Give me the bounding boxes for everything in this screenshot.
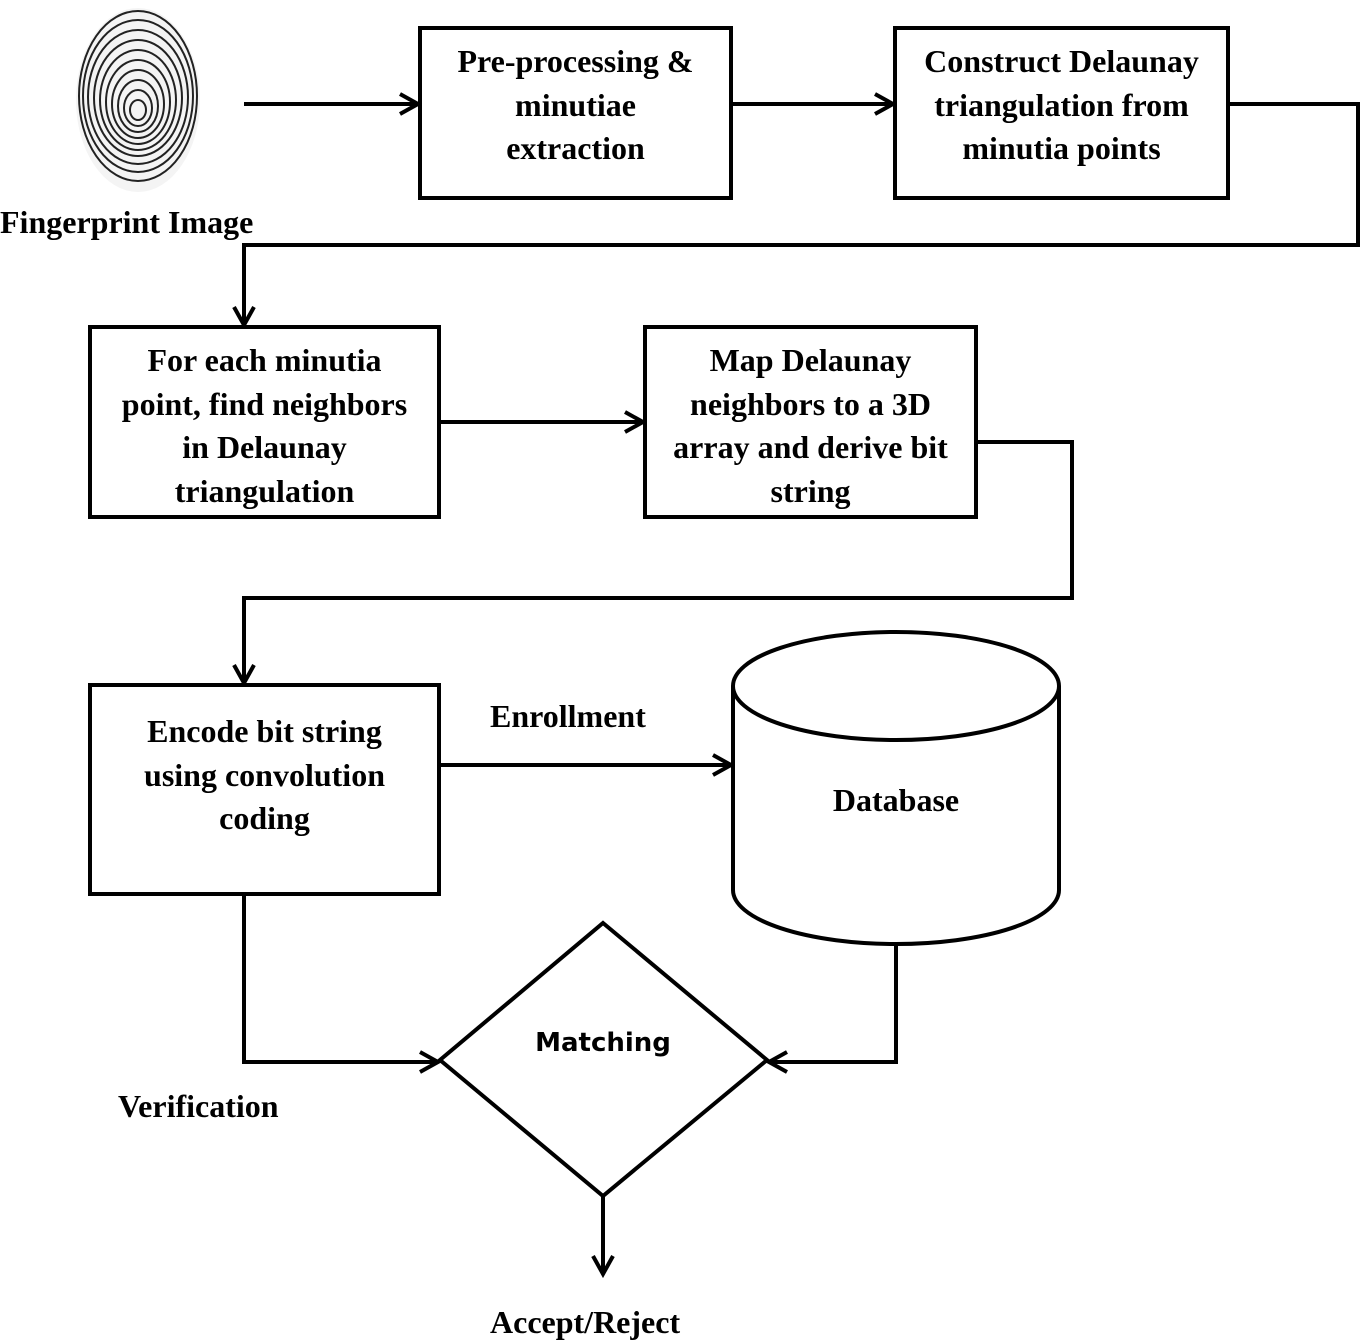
edge-encode-to-matching [242,894,438,1064]
matching-diamond [436,920,771,1199]
delaunay-box [893,26,1230,200]
delaunay-label: Construct Delaunay triangulation from mi… [924,43,1199,166]
encode-label: Encode bit string using convolution codi… [144,713,385,836]
matching-label: Matching [535,1028,671,1058]
fingerprint-icon [76,8,200,192]
arrowhead [419,1050,443,1074]
arrowhead [874,92,898,116]
database-label: Database [832,782,960,818]
map3d-box [643,325,978,519]
neighbors-label: For each minutia point, find neighbors i… [121,342,408,509]
arrowhead [712,753,736,777]
edge-delaunay-to-neighbors [242,102,1360,325]
arrowhead [399,92,423,116]
edge-database-to-matching [769,944,898,1064]
edge-map3d-to-encode [242,440,1074,683]
arrowhead [232,664,256,688]
preprocess-label: Pre-processing & minutiae extraction [457,43,694,166]
arrowhead [624,410,648,434]
encode-box [88,683,441,896]
preprocess-box [418,26,733,200]
map3d-label: Map Delaunay neighbors to a 3D array and… [673,342,948,509]
arrowhead [232,306,256,330]
verification-label: Verification [118,1088,279,1124]
fingerprint-label: Fingerprint Image [0,204,254,240]
arrowhead [591,1255,615,1279]
neighbors-box [88,325,441,519]
enrollment-label: Enrollment [490,698,646,734]
arrowhead [764,1050,788,1074]
result-label: Accept/Reject [490,1304,681,1340]
database-cylinder [731,630,1061,946]
